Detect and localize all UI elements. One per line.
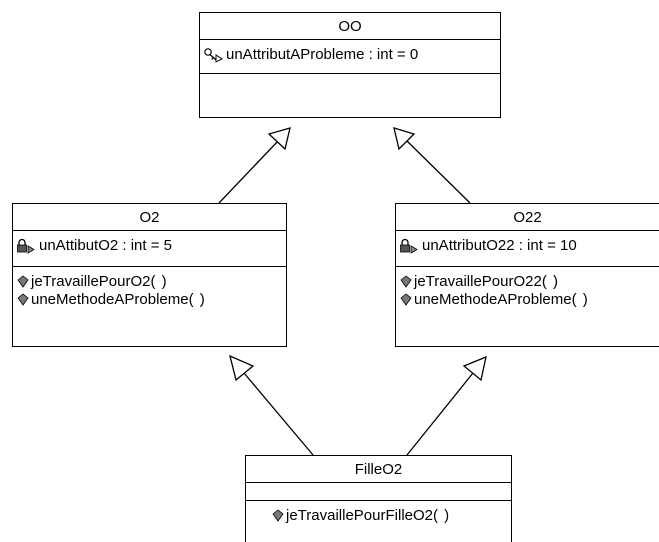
class-o2[interactable]: O2 unAttibutO2 : int = 5 jeTravaillePour… — [12, 203, 287, 347]
o22-to-oo-arrowhead — [393, 127, 416, 151]
attribute-row[interactable]: unAttibutO2 : int = 5 — [13, 237, 286, 255]
operation-parens: ( ) — [150, 273, 168, 290]
class-filleo2[interactable]: FilleO2 jeTravaillePourFilleO2( ) — [245, 455, 512, 542]
attribute-row[interactable]: unAttributO22 : int = 10 — [396, 237, 659, 255]
class-o2-name: O2 — [139, 209, 160, 226]
lock-attribute-icon — [400, 238, 418, 254]
class-oo-name: OO — [338, 18, 362, 35]
operation-text: uneMethodeAProbleme — [414, 291, 572, 308]
operation-parens: ( ) — [541, 273, 560, 290]
class-o22-attributes: unAttributO22 : int = 10 — [396, 230, 659, 266]
operation-icon — [17, 293, 29, 306]
class-o2-attributes: unAttibutO2 : int = 5 — [13, 230, 286, 266]
key-attribute-icon — [204, 48, 223, 63]
operation-icon — [400, 293, 412, 306]
class-filleo2-operations: jeTravaillePourFilleO2( ) — [246, 500, 511, 525]
o2-to-oo-arrowhead — [267, 127, 291, 151]
class-oo[interactable]: OO unAttributAProbleme : int = 0 — [199, 12, 501, 118]
class-filleo2-name: FilleO2 — [354, 461, 403, 478]
class-filleo2-attributes — [246, 482, 511, 500]
fille-to-o2-arrowhead — [229, 354, 255, 382]
operation-row[interactable]: uneMethodeAProbleme( ) — [13, 291, 286, 309]
operation-row[interactable]: uneMethodeAProbleme( ) — [396, 291, 659, 309]
attribute-row[interactable]: unAttributAProbleme : int = 0 — [200, 46, 500, 64]
operation-parens: ( ) — [188, 291, 206, 308]
attribute-text: unAttributAProbleme : int = 0 — [226, 46, 419, 63]
class-o2-operations: jeTravaillePourO2( ) uneMethodeAProbleme… — [13, 266, 286, 309]
operation-text: jeTravaillePourO2 — [31, 273, 151, 290]
class-oo-attributes: unAttributAProbleme : int = 0 — [200, 39, 500, 73]
o2-to-oo-line — [218, 139, 280, 204]
operation-parens: ( ) — [571, 291, 589, 308]
fille-to-o2-line — [243, 372, 314, 456]
operation-icon — [17, 275, 29, 288]
o22-to-oo-line — [405, 139, 471, 204]
operation-icon — [400, 275, 412, 288]
operation-row[interactable]: jeTravaillePourFilleO2( ) — [268, 507, 511, 525]
class-oo-operations — [200, 73, 500, 114]
operation-row[interactable]: jeTravaillePourO22( ) — [396, 273, 659, 291]
operation-row[interactable]: jeTravaillePourO2( ) — [13, 273, 286, 291]
class-o22-name: O22 — [513, 209, 542, 226]
operation-text: uneMethodeAProbleme — [31, 291, 189, 308]
lock-attribute-icon — [17, 238, 35, 254]
attribute-text: unAttibutO2 : int = 5 — [39, 237, 173, 254]
fille-to-o22-line — [406, 372, 474, 456]
fille-to-o22-arrowhead — [462, 355, 487, 382]
class-o22[interactable]: O22 unAttributO22 : int = 10 jeTravaille… — [395, 203, 659, 347]
class-o22-operations: jeTravaillePourO22( ) uneMethodeAProblem… — [396, 266, 659, 309]
attribute-text: unAttributO22 : int = 10 — [422, 237, 577, 254]
operation-text: jeTravaillePourFilleO2 — [286, 507, 433, 524]
operation-text: jeTravaillePourO22 — [414, 273, 542, 290]
operation-icon — [272, 509, 284, 522]
operation-parens: ( ) — [433, 507, 451, 524]
